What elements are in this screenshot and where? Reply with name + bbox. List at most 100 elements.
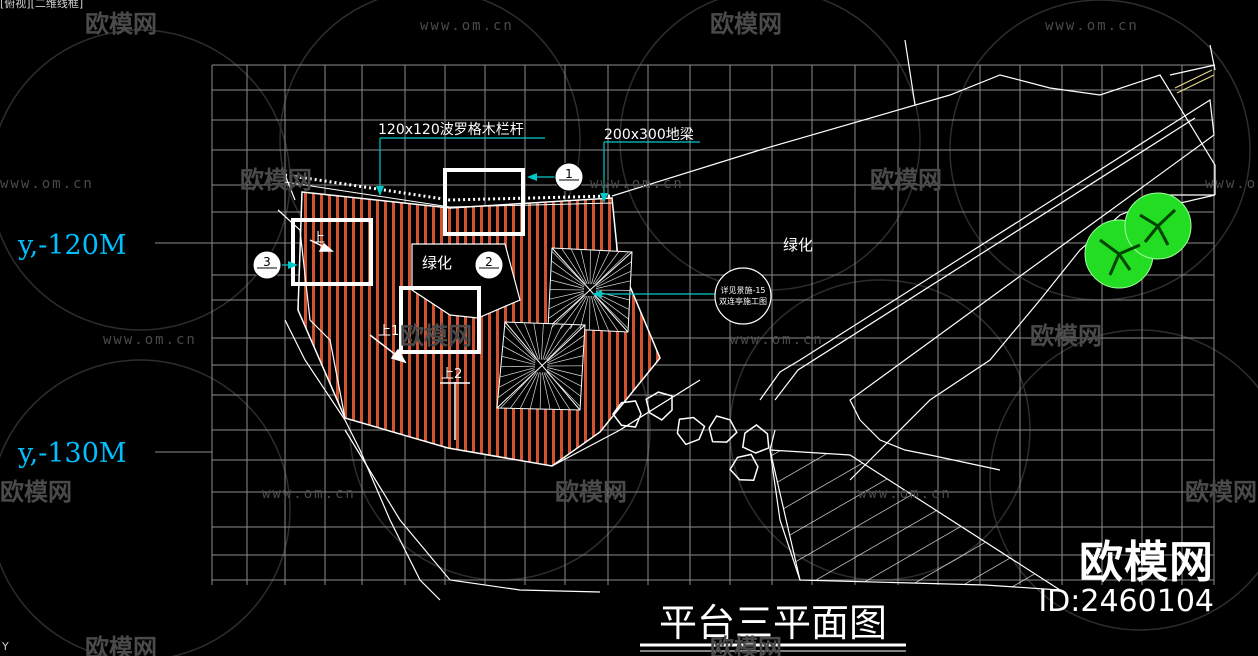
step-arrows <box>309 239 470 440</box>
roof-hatch-line <box>499 367 535 378</box>
terrain-lines <box>277 39 1216 601</box>
stepping-stone <box>729 453 759 481</box>
roof-hatch-line <box>595 295 629 330</box>
viewport-label[interactable]: [俯视][二维线框] <box>0 0 84 10</box>
roof-hatch-line <box>593 296 619 332</box>
watermark-brand: 欧模网 <box>1030 322 1102 350</box>
watermark-brand: 欧模网 <box>1185 478 1257 506</box>
leader-arrows <box>288 173 608 298</box>
step-up-3: 上 <box>312 231 325 246</box>
callout-2: 2 <box>485 255 493 269</box>
roof-hatch-line <box>546 324 583 361</box>
watermark-url: www.om.cn <box>590 176 684 192</box>
roof-hatch-line <box>498 368 535 388</box>
roof-hatch-line <box>591 296 600 331</box>
stepping-stone <box>645 391 673 421</box>
roof-hatch-line <box>533 323 541 360</box>
roof-hatch-line <box>570 295 588 330</box>
roof-hatch-line <box>500 372 536 409</box>
roof-hatch-line <box>541 323 544 360</box>
roof-hatch-line <box>500 365 535 368</box>
roof-hatch-line <box>596 280 631 289</box>
roof-hatch-line <box>502 345 536 364</box>
callout-circles <box>252 162 584 280</box>
roof-hatch-line <box>546 371 581 407</box>
roof-hatch-line <box>497 370 535 398</box>
watermark-brand: 欧模网 <box>85 634 157 656</box>
roof-hatch-line <box>547 334 585 362</box>
roof-hatch-line <box>595 251 630 285</box>
callout-1: 1 <box>565 167 573 181</box>
roof-hatch-line <box>529 372 540 409</box>
detail-note-line1: 详见景施-15 <box>720 285 765 295</box>
watermark-url: www.om.cn <box>262 486 356 502</box>
watermark-brand: 欧模网 <box>555 478 627 506</box>
roof-hatch-line <box>543 372 561 410</box>
elevation-label-130: y,-130M <box>17 438 127 469</box>
pavilion-roof-hatch <box>497 248 632 410</box>
watermark-url: www.om.cn <box>730 332 824 348</box>
roof-hatch-line <box>546 368 582 387</box>
watermark-url: www.om.cn <box>420 18 514 34</box>
beam-label: 200x300地梁 <box>604 127 694 143</box>
roof-hatch-line <box>545 324 573 360</box>
step-up-1: 上1 <box>378 324 399 339</box>
watermark-brand: 欧模网 <box>870 166 942 194</box>
watermark-texts: www.om.cn www.om.cn www.om.cn www.om.cn www.… <box>0 10 1258 656</box>
roof-hatch-line <box>547 345 584 364</box>
detail-note-line2: 双连亭施工图 <box>719 296 767 306</box>
roof-hatch-line <box>523 322 539 360</box>
railing-label: 120x120波罗格木栏杆 <box>378 122 524 138</box>
roof-hatch-line <box>514 322 538 360</box>
roof-hatch-line <box>542 323 554 360</box>
roof-hatch-line <box>547 355 584 365</box>
roof-hatch-line <box>551 260 585 286</box>
roof-hatch-line <box>550 270 585 288</box>
roof-hatch-line <box>501 356 536 365</box>
elevation-label-120: y,-120M <box>17 230 127 261</box>
stair-area <box>769 449 1061 591</box>
roof-hatch-line <box>551 250 585 285</box>
watermark-url: www.om.cn <box>1205 176 1258 192</box>
roof-hatch-line <box>550 295 585 329</box>
roof-hatch-line <box>545 372 571 410</box>
watermark-url: www.om.cn <box>858 486 952 502</box>
section-boxes <box>291 168 525 354</box>
roof-hatch-line <box>542 372 551 410</box>
roof-hatch-line <box>547 367 583 377</box>
detail-note-circle <box>714 267 772 325</box>
drawing-id: ID:2460104 <box>1038 584 1214 619</box>
tree-branches <box>1099 208 1177 276</box>
stepping-stones <box>612 391 770 481</box>
railing-line-2 <box>284 181 613 208</box>
stepping-stone <box>612 400 642 428</box>
step-up-2: 上2 <box>441 367 462 382</box>
watermark-url: www.om.cn <box>103 332 197 348</box>
stepping-stone <box>741 424 770 454</box>
watermark-brand: 欧模网 <box>0 478 72 506</box>
roof-hatch-line <box>539 372 542 410</box>
watermark-brand: 欧模网 <box>710 634 782 656</box>
roof-hatch-line <box>546 370 582 397</box>
brand-watermark: 欧模网 <box>1079 537 1214 588</box>
roof-hatch-line <box>570 248 588 284</box>
roof-hatch-line <box>561 248 587 284</box>
roof-hatch-line <box>592 250 610 285</box>
roof-hatch-line <box>596 270 632 288</box>
green-label-right: 绿化 <box>783 236 813 254</box>
roof-hatch-line <box>580 249 589 284</box>
watermark-url: www.om.cn <box>1045 18 1139 34</box>
roof-hatch-line <box>519 372 539 409</box>
roof-hatch-line <box>579 295 589 330</box>
roof-hatch-line <box>596 261 632 287</box>
watermark-brand: 欧模网 <box>400 322 472 350</box>
roof-hatch-line <box>543 323 563 360</box>
railing-line <box>284 173 613 202</box>
stepping-stone <box>708 415 738 443</box>
roof-hatch-line <box>548 292 584 310</box>
roof-hatch-line <box>548 293 584 319</box>
callout-dividers <box>257 179 579 269</box>
callout-3: 3 <box>263 255 271 269</box>
